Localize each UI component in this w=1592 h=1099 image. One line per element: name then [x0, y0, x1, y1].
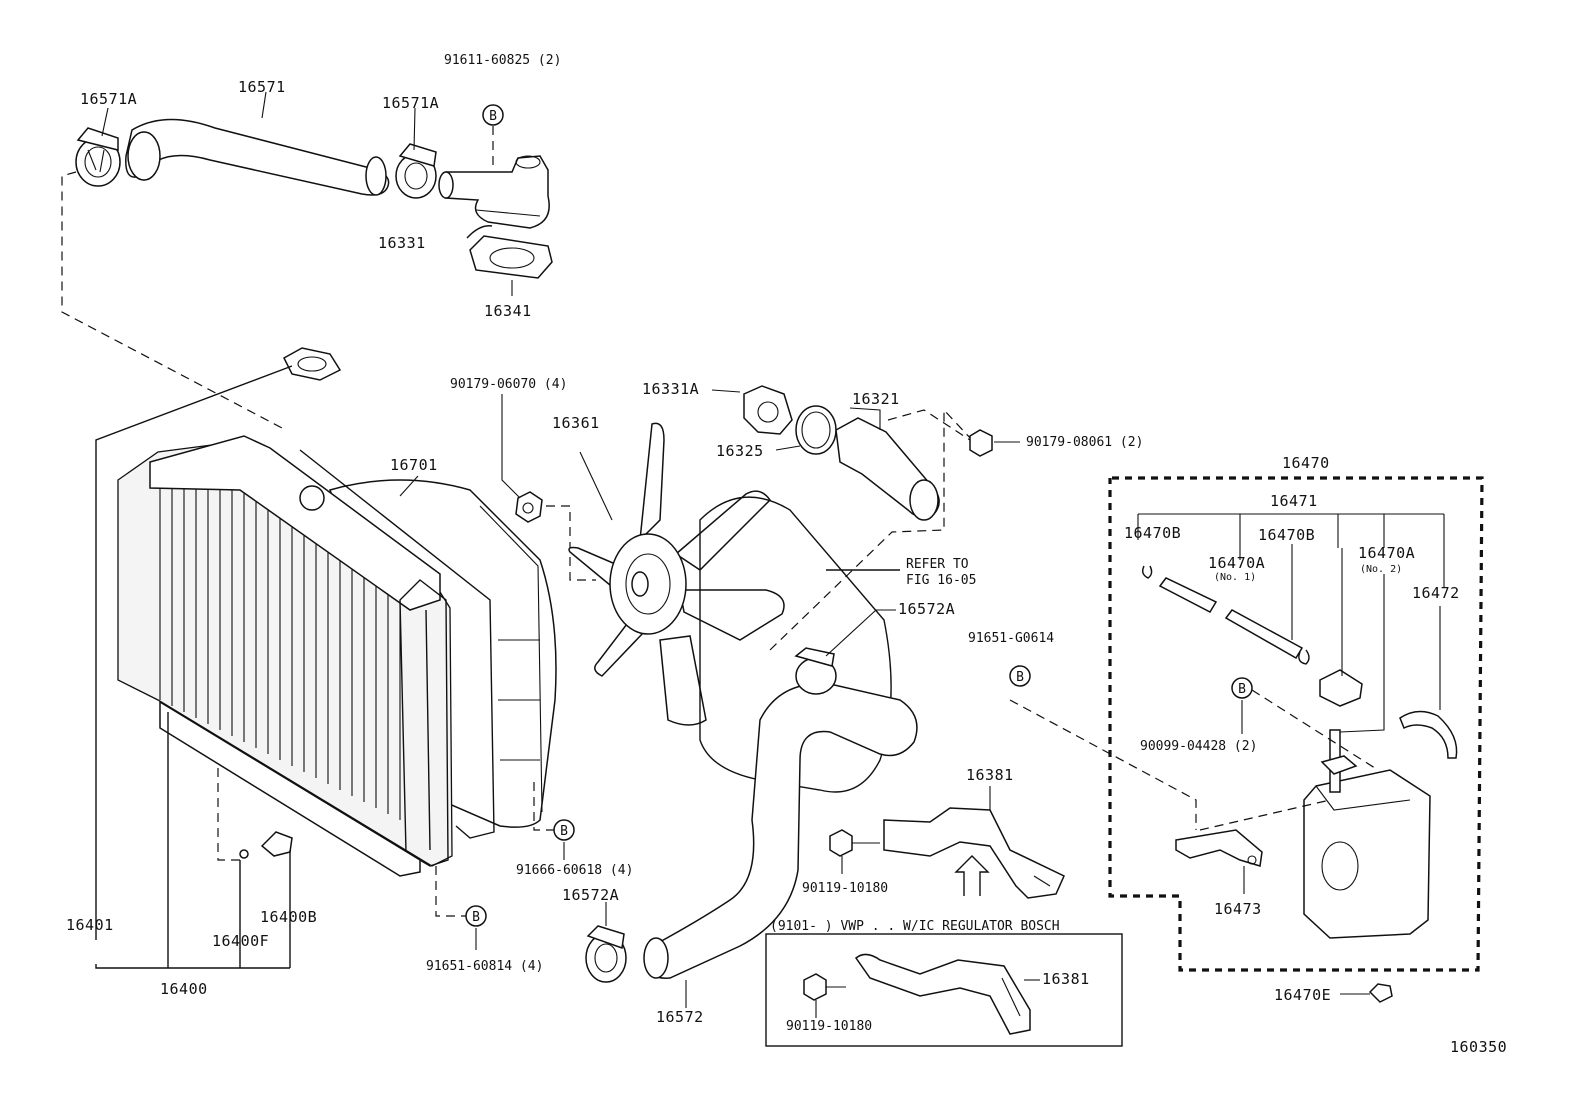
upper-hose-group: B	[75, 91, 553, 296]
bolt-marker-b-icon: B	[553, 819, 575, 841]
lower-hose-icon	[645, 682, 918, 979]
label-90119-top: 90119-10180	[802, 881, 888, 896]
overflow-hose-icon	[1399, 710, 1458, 759]
reservoir-tank-icon	[1303, 729, 1431, 939]
bolt-icon	[829, 829, 880, 857]
label-90119-inset: 90119-10180	[786, 1019, 872, 1034]
label-16400B: 16400B	[260, 908, 317, 926]
svg-text:B: B	[1016, 670, 1024, 685]
label-16572A-top: 16572A	[898, 600, 955, 618]
label-16571A-right: 16571A	[382, 94, 439, 112]
label-16321: 16321	[852, 390, 900, 408]
label-16325: 16325	[716, 442, 764, 460]
svg-text:B: B	[560, 824, 568, 839]
label-16331A: 16331A	[642, 380, 699, 398]
label-91611: 91611-60825 (2)	[444, 53, 561, 68]
label-90099: 90099-04428 (2)	[1140, 739, 1257, 754]
bolt-marker-b-icon: B	[465, 905, 487, 927]
label-16470A-no1: 16470A	[1208, 554, 1265, 572]
radiator-icon	[117, 347, 557, 877]
label-91666: 91666-60618 (4)	[516, 863, 633, 878]
label-16470E: 16470E	[1274, 986, 1331, 1004]
reservoir-bracket-icon	[1175, 829, 1263, 867]
label-16470A-no2: 16470A	[1358, 544, 1415, 562]
label-16381-top: 16381	[966, 766, 1014, 784]
gasket-icon	[469, 235, 553, 279]
bolt-marker-b-icon: B	[1231, 677, 1253, 699]
label-16572: 16572	[656, 1008, 704, 1026]
inset-box	[765, 933, 1123, 1047]
label-16571A-left: 16571A	[80, 90, 137, 108]
bracket-icon	[883, 807, 1065, 899]
label-16400: 16400	[160, 980, 208, 998]
bolt-icon	[515, 491, 543, 523]
label-91651-60814: 91651-60814 (4)	[426, 959, 543, 974]
nut-icon	[969, 429, 993, 457]
label-16470B-right: 16470B	[1258, 526, 1315, 544]
svg-text:B: B	[489, 109, 497, 124]
svg-text:B: B	[1238, 682, 1246, 697]
label-16341: 16341	[484, 302, 532, 320]
label-fig-ref: FIG 16-05	[906, 573, 976, 588]
label-16400F: 16400F	[212, 932, 269, 950]
label-16472: 16472	[1412, 584, 1460, 602]
part-labels: 16571A 16571 16571A 91611-60825 (2) 1633…	[66, 53, 1507, 1056]
label-16471: 16471	[1270, 492, 1318, 510]
label-16571: 16571	[238, 78, 286, 96]
label-16401: 16401	[66, 916, 114, 934]
label-refer-to: REFER TO	[906, 557, 969, 572]
label-16470: 16470	[1282, 454, 1330, 472]
thermostat-icon	[743, 385, 793, 435]
label-inset-title: (9101- ) VWP . . W/IC REGULATOR BOSCH	[770, 919, 1060, 934]
hose-clamp-left-icon	[75, 127, 121, 187]
bolt-icon	[803, 973, 846, 1001]
hose-clamp-right-icon	[395, 143, 437, 199]
water-outlet-icon	[438, 155, 550, 229]
label-91651-G0614: 91651-G0614	[968, 631, 1054, 646]
inset-bracket-icon	[854, 953, 1031, 1035]
water-inlet-icon	[835, 417, 940, 521]
bolt-marker-b-icon: B	[482, 104, 504, 126]
label-16572A-bottom: 16572A	[562, 886, 619, 904]
reservoir-cap-icon	[1319, 669, 1363, 707]
diagram-number: 160350	[1450, 1038, 1507, 1056]
hose-clamp-icon	[585, 925, 627, 983]
label-no1: (No. 1)	[1214, 572, 1256, 583]
label-16470B-left: 16470B	[1124, 524, 1181, 542]
label-16701: 16701	[390, 456, 438, 474]
label-16331: 16331	[378, 234, 426, 252]
label-no2: (No. 2)	[1360, 564, 1402, 575]
label-16473: 16473	[1214, 900, 1262, 918]
svg-text:B: B	[472, 910, 480, 925]
label-16381-inset: 16381	[1042, 970, 1090, 988]
label-90179-06070: 90179-06070 (4)	[450, 377, 567, 392]
drain-plug-icon	[1368, 983, 1393, 1003]
fan-icon	[568, 422, 785, 726]
label-16361: 16361	[552, 414, 600, 432]
label-90179-08061: 90179-08061 (2)	[1026, 435, 1143, 450]
bolt-marker-b-icon: B	[1009, 665, 1031, 687]
upper-hose-icon	[125, 118, 390, 196]
hose-clamp-icon	[794, 647, 837, 695]
